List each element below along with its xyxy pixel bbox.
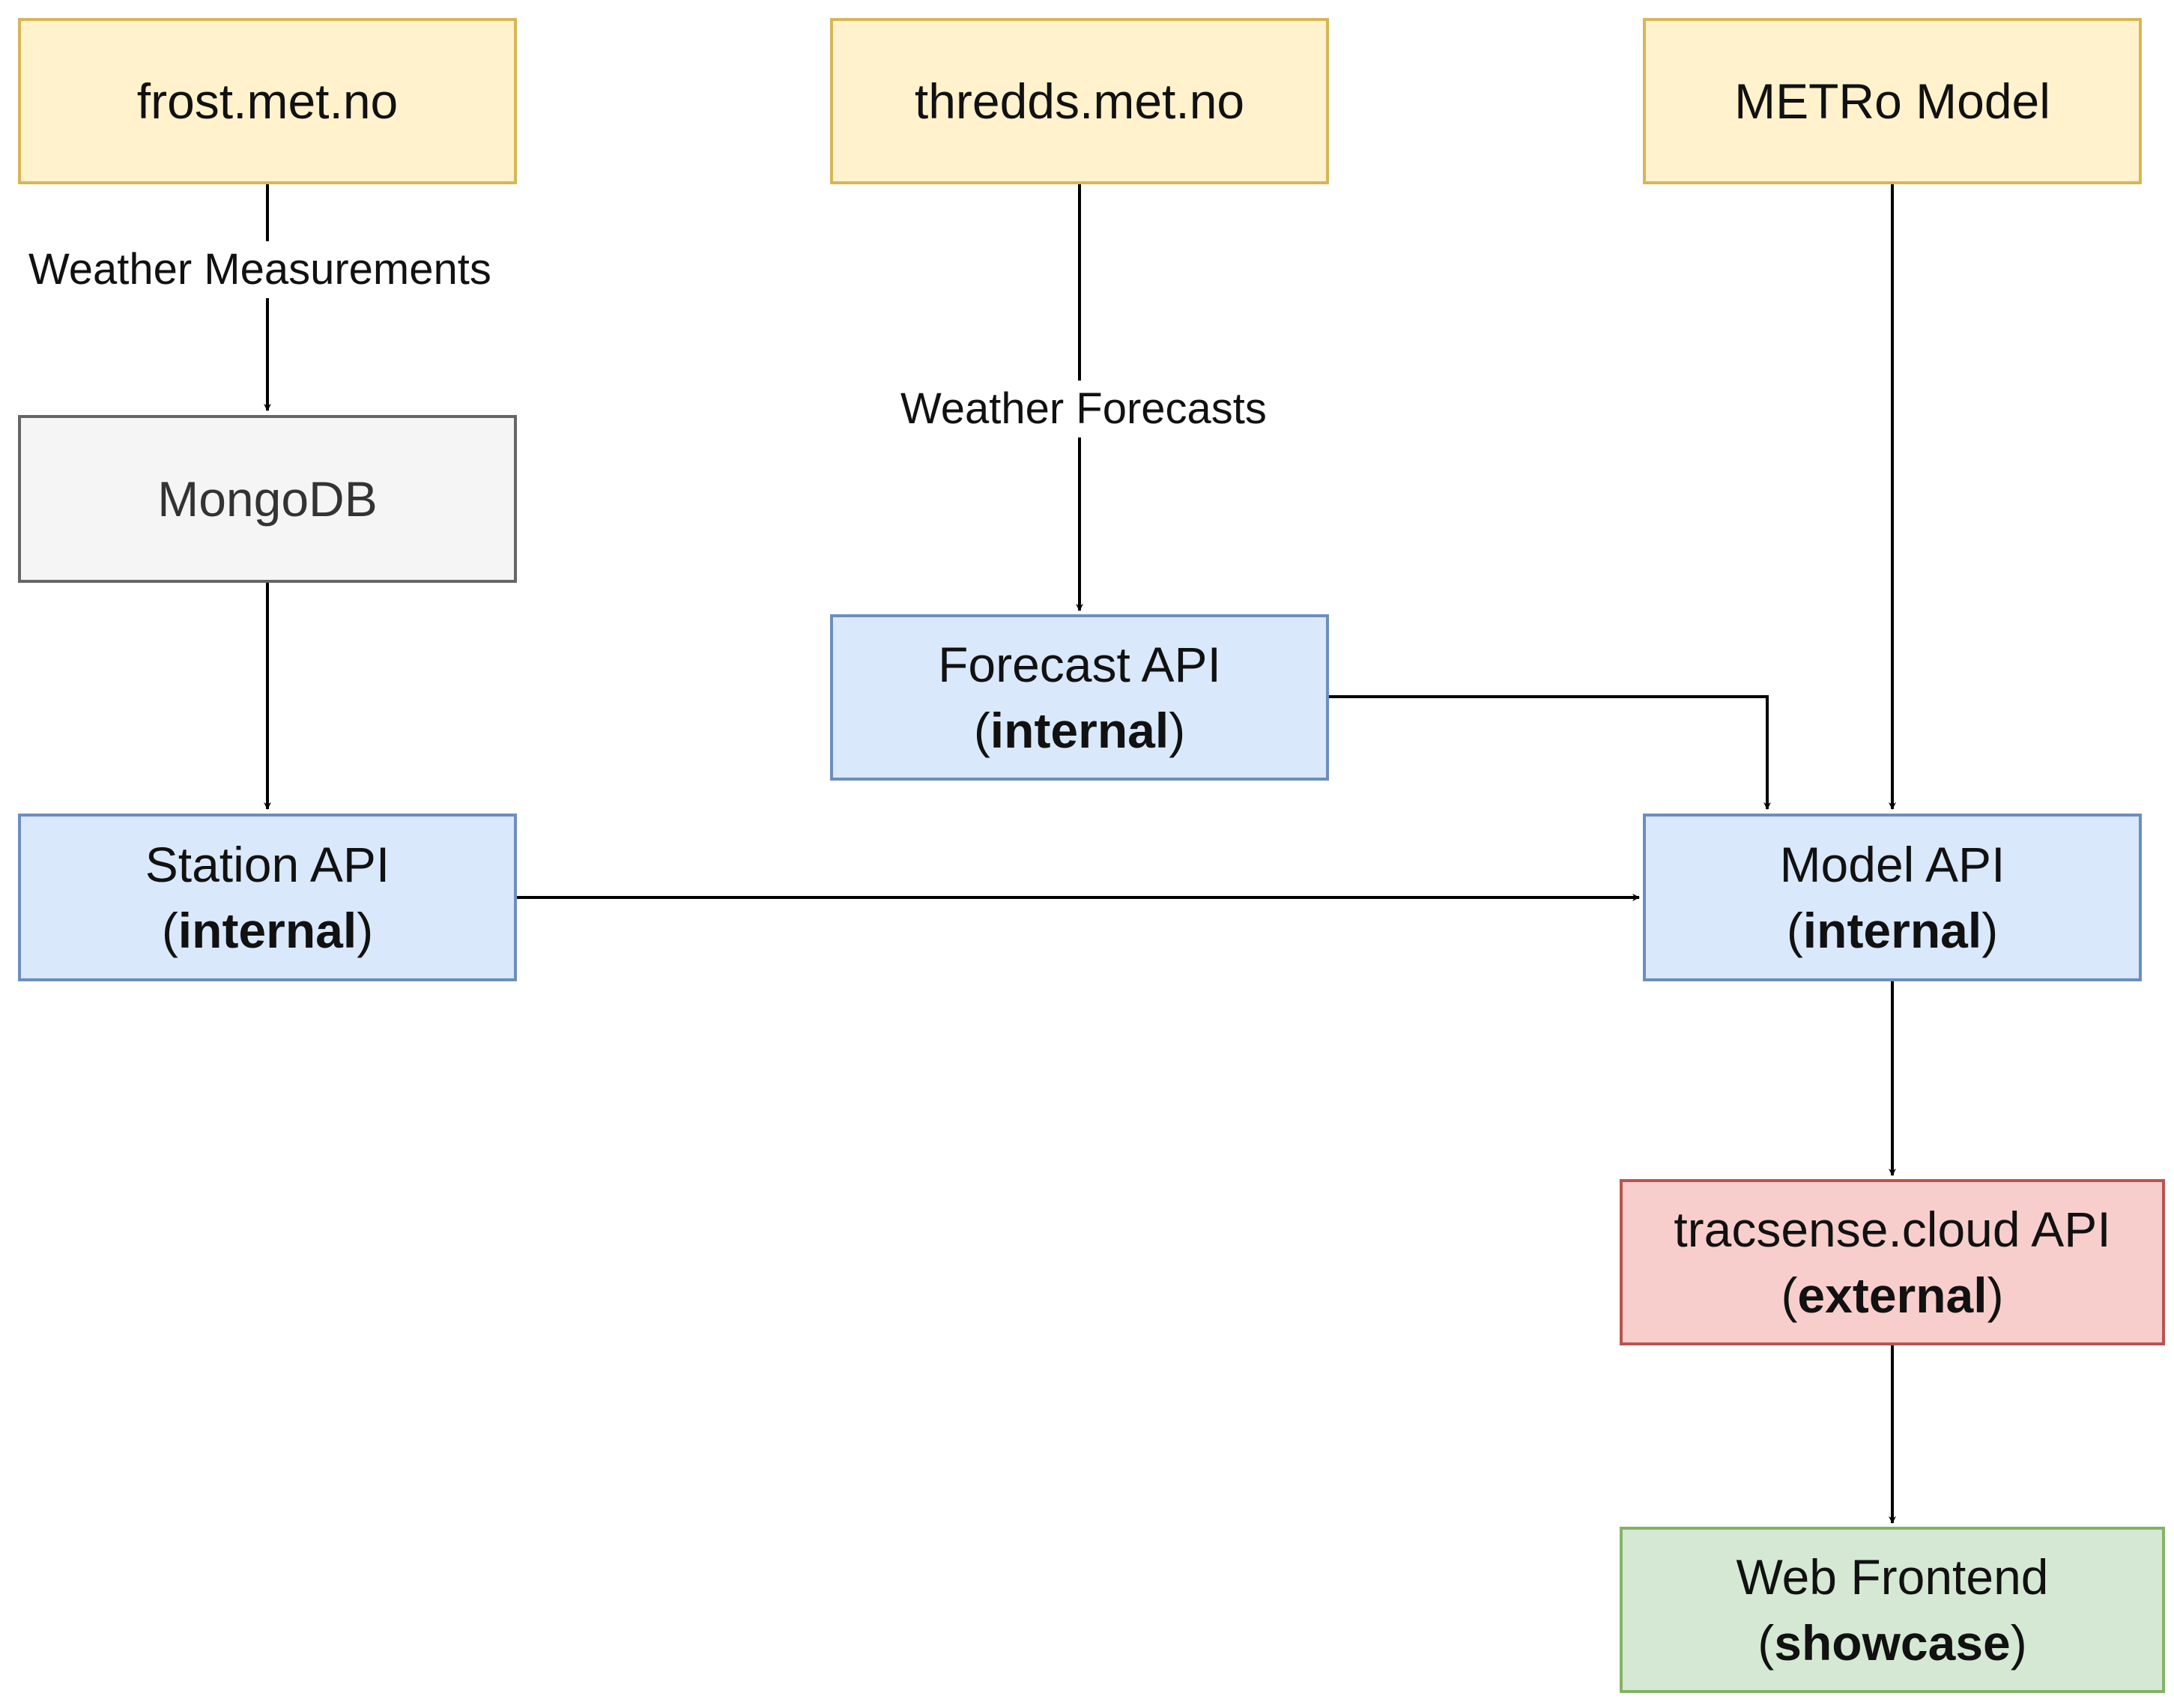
node-tag: (internal) bbox=[161, 903, 374, 958]
node-metro-model: METRo Model bbox=[1643, 18, 2142, 184]
node-station-api: Station API (internal) bbox=[18, 814, 517, 981]
node-model-api: Model API (internal) bbox=[1643, 814, 2142, 981]
node-label: METRo Model bbox=[1734, 73, 2050, 129]
node-tag: (internal) bbox=[973, 703, 1186, 758]
node-forecast-api: Forecast API (internal) bbox=[830, 614, 1329, 781]
node-tag: (external) bbox=[1781, 1268, 2004, 1323]
edge-label-weather-forecasts: Weather Forecasts bbox=[897, 381, 1270, 437]
node-label: thredds.met.no bbox=[914, 73, 1245, 129]
node-label: frost.met.no bbox=[136, 73, 399, 129]
node-label: Web Frontend bbox=[1736, 1549, 2049, 1605]
node-label: Station API bbox=[145, 837, 390, 892]
node-label: Forecast API bbox=[938, 637, 1221, 692]
node-label: Model API bbox=[1779, 837, 2005, 892]
node-tracsense-cloud-api: tracsense.cloud API (external) bbox=[1620, 1179, 2165, 1345]
node-web-frontend: Web Frontend (showcase) bbox=[1620, 1527, 2165, 1693]
node-tag: (internal) bbox=[1786, 903, 1999, 958]
edge-forecast-api-to-model-api bbox=[1329, 695, 1771, 810]
node-label: tracsense.cloud API bbox=[1674, 1202, 2111, 1257]
node-tag: (showcase) bbox=[1757, 1615, 2027, 1671]
node-frost-met-no: frost.met.no bbox=[18, 18, 517, 184]
node-label: MongoDB bbox=[157, 471, 378, 527]
node-mongodb: MongoDB bbox=[18, 415, 517, 583]
node-thredds-met-no: thredds.met.no bbox=[830, 18, 1329, 184]
edge-label-weather-measurements: Weather Measurements bbox=[25, 241, 494, 298]
